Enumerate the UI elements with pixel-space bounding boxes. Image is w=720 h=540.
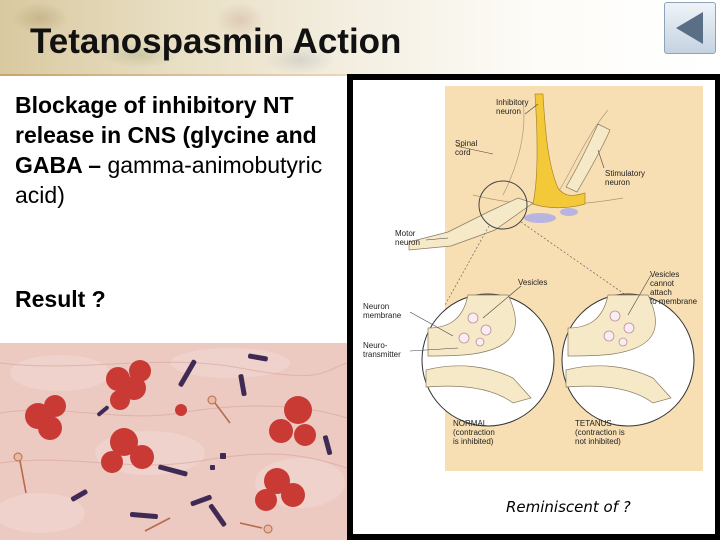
label-vesicles-cannot-line3: attach	[650, 288, 672, 297]
micrograph-drawing	[0, 343, 347, 540]
label-motor-neuron-line2: neuron	[395, 238, 420, 247]
label-inhibitory-neuron-line2: neuron	[496, 107, 521, 116]
caption-reminiscent: Reminiscent of ?	[506, 498, 631, 516]
label-vesicles-cannot-line2: cannot	[650, 279, 675, 288]
micrograph-image	[0, 343, 347, 540]
result-question: Result ?	[15, 286, 106, 312]
tetanus-diagram-drawing: Inhibitory neuron Spinal cord Stimulator…	[363, 86, 703, 471]
label-tetanus-line1: TETANUS	[575, 419, 612, 428]
label-spinal-cord-line2: cord	[455, 148, 471, 157]
label-normal-line3: is inhibited)	[453, 437, 494, 446]
label-stimulatory-neuron-line2: neuron	[605, 178, 630, 187]
label-normal-line1: NORMAL	[453, 419, 488, 428]
label-vesicles-cannot-line4: to membrane	[650, 297, 698, 306]
body-bold-text: Blockage of inhibitory NT release in CNS…	[15, 92, 317, 178]
slide-title: Tetanospasmin Action	[30, 22, 402, 61]
tetanus-diagram: Inhibitory neuron Spinal cord Stimulator…	[353, 80, 715, 534]
label-motor-neuron-line1: Motor	[395, 229, 416, 238]
label-normal-line2: (contraction	[453, 428, 495, 437]
banner-texture	[0, 0, 340, 74]
body-regular-text: gamma-animobutyric acid)	[15, 152, 323, 208]
label-neurotransmitter-line1: Neuro-	[363, 341, 388, 350]
label-spinal-cord-line1: Spinal	[455, 139, 477, 148]
label-vesicles-cannot-line1: Vesicles	[650, 270, 679, 279]
back-arrow-icon	[676, 12, 703, 44]
label-inhibitory-neuron-line1: Inhibitory	[496, 98, 528, 107]
label-vesicles: Vesicles	[518, 278, 547, 287]
title-banner	[0, 0, 720, 74]
label-stimulatory-neuron-line1: Stimulatory	[605, 169, 645, 178]
label-neurotransmitter-line2: transmitter	[363, 350, 401, 359]
label-tetanus-line2: (contraction is	[575, 428, 625, 437]
label-neuron-membrane-line2: membrane	[363, 311, 402, 320]
body-text: Blockage of inhibitory NT release in CNS…	[15, 90, 340, 210]
label-tetanus-line3: not inhibited)	[575, 437, 621, 446]
label-neuron-membrane-line1: Neuron	[363, 302, 389, 311]
back-button[interactable]	[664, 2, 716, 54]
